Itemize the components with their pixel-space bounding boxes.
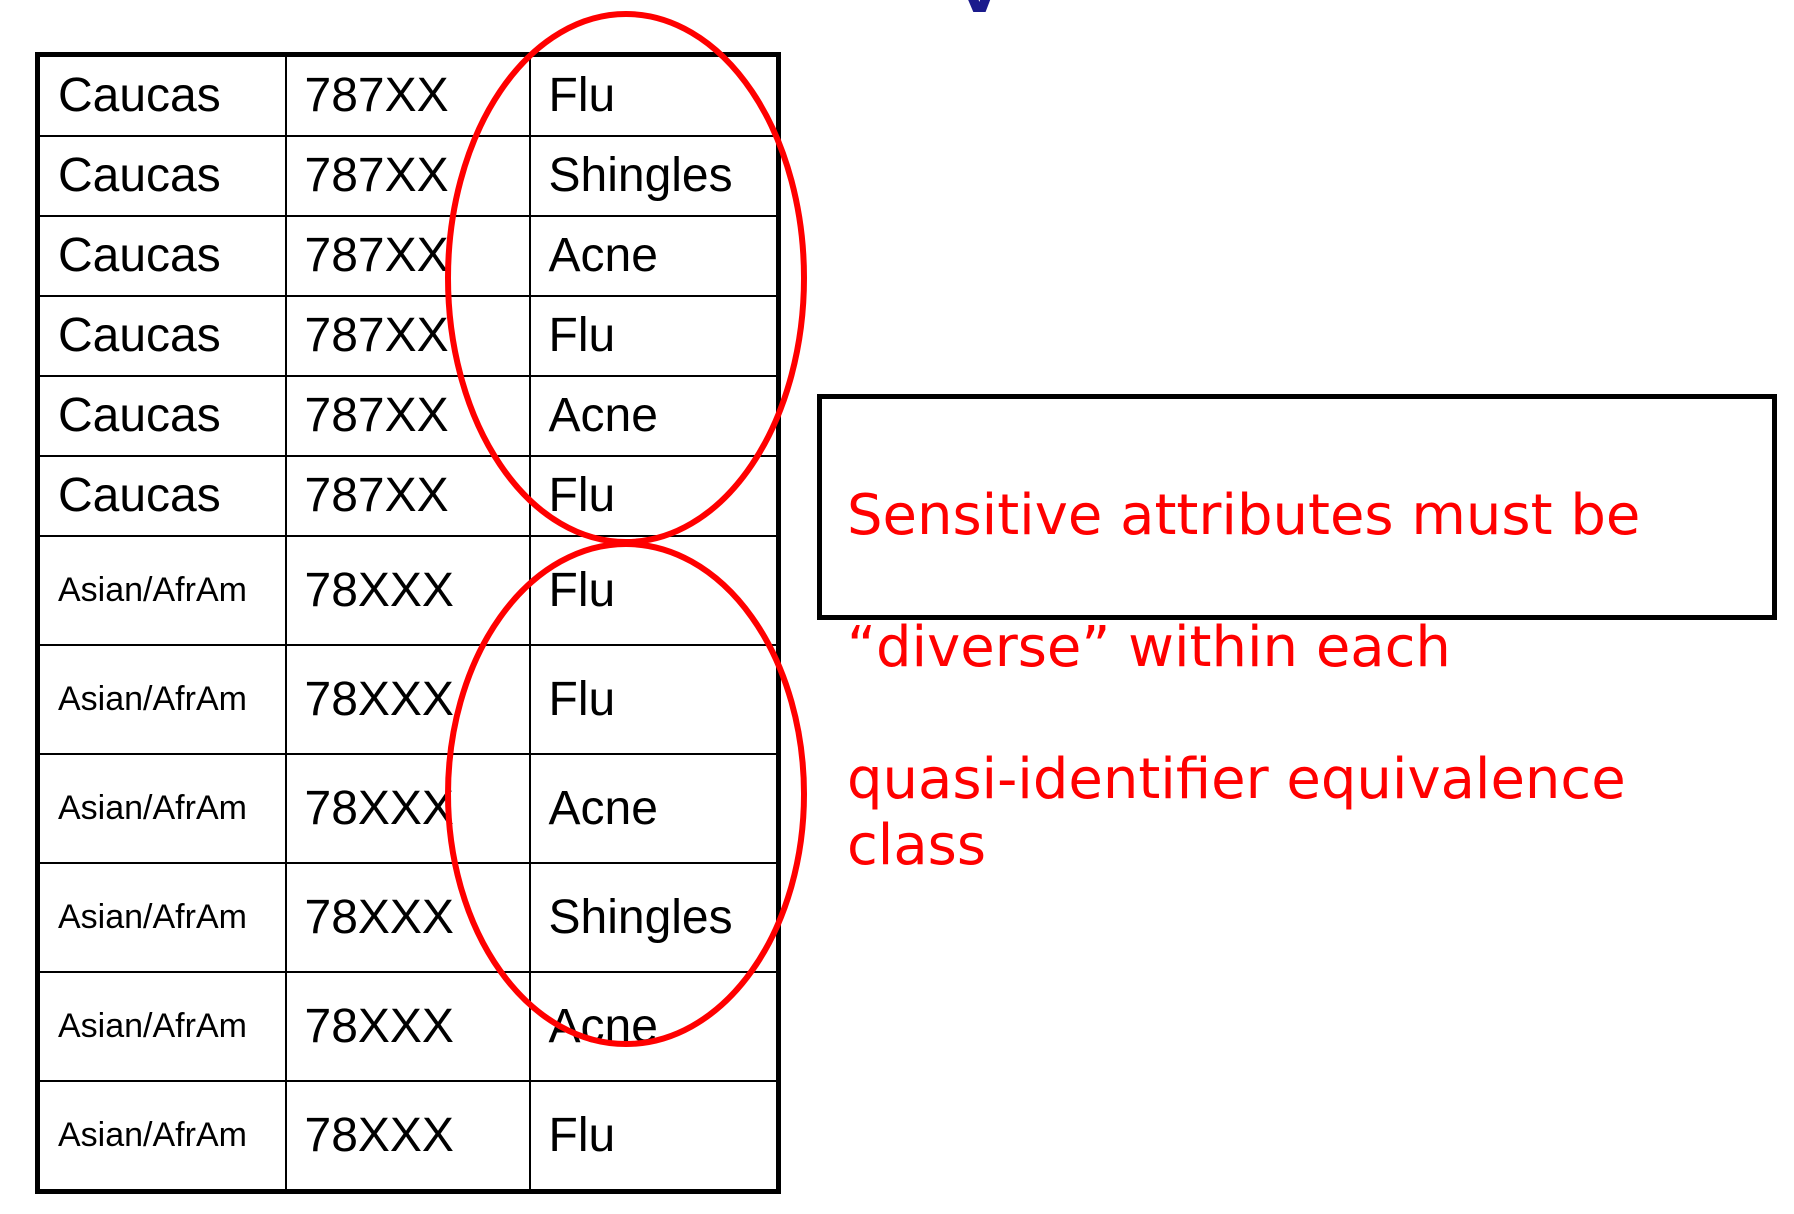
race-cell: Asian/AfrAm (36, 535, 287, 646)
disease-cell: Flu (528, 1080, 780, 1193)
zipcode-cell: 787XX (284, 375, 531, 457)
zipcode-cell: 787XX (284, 215, 531, 297)
zipcode-cell: 78XXX (284, 644, 531, 755)
zipcode-cell: 787XX (284, 455, 531, 537)
zipcode-cell: 787XX (284, 135, 531, 217)
race-cell: Caucas (36, 53, 287, 137)
disease-cell: Flu (528, 644, 780, 755)
disease-cell: Flu (528, 295, 780, 377)
disease-cell: Acne (528, 753, 780, 864)
race-cell: Caucas (36, 215, 287, 297)
race-cell: Asian/AfrAm (36, 753, 287, 864)
callout-line: “diverse” within each (847, 615, 1451, 680)
callout-box: Sensitive attributes must be “diverse” w… (817, 394, 1777, 878)
zipcode-cell: 787XX (284, 53, 531, 137)
zipcode-cell: 78XXX (284, 535, 531, 646)
callout-line: Sensitive attributes must be (847, 483, 1641, 548)
disease-cell: Acne (528, 215, 780, 297)
disease-cell: Flu (528, 455, 780, 537)
disease-cell: Flu (528, 53, 780, 137)
race-cell: Caucas (36, 135, 287, 217)
callout-line: quasi-identifier equivalence class (847, 747, 1626, 878)
disease-cell: Flu (528, 535, 780, 646)
race-cell: Caucas (36, 295, 287, 377)
zipcode-cell: 78XXX (284, 971, 531, 1082)
race-cell: Asian/AfrAm (36, 971, 287, 1082)
race-cell: Asian/AfrAm (36, 644, 287, 755)
disease-cell: Shingles (528, 135, 780, 217)
race-cell: Caucas (36, 375, 287, 457)
zipcode-cell: 787XX (284, 295, 531, 377)
disease-cell: Shingles (528, 862, 780, 973)
race-cell: Asian/AfrAm (36, 1080, 287, 1193)
zipcode-cell: 78XXX (284, 862, 531, 973)
disease-cell: Acne (528, 971, 780, 1082)
disease-cell: Acne (528, 375, 780, 457)
zipcode-cell: 78XXX (284, 1080, 531, 1193)
race-cell: Caucas (36, 455, 287, 537)
slide-title-fragment: y (958, 0, 1018, 12)
race-cell: Asian/AfrAm (36, 862, 287, 973)
zipcode-cell: 78XXX (284, 753, 531, 864)
callout-text: Sensitive attributes must be “diverse” w… (847, 417, 1772, 879)
